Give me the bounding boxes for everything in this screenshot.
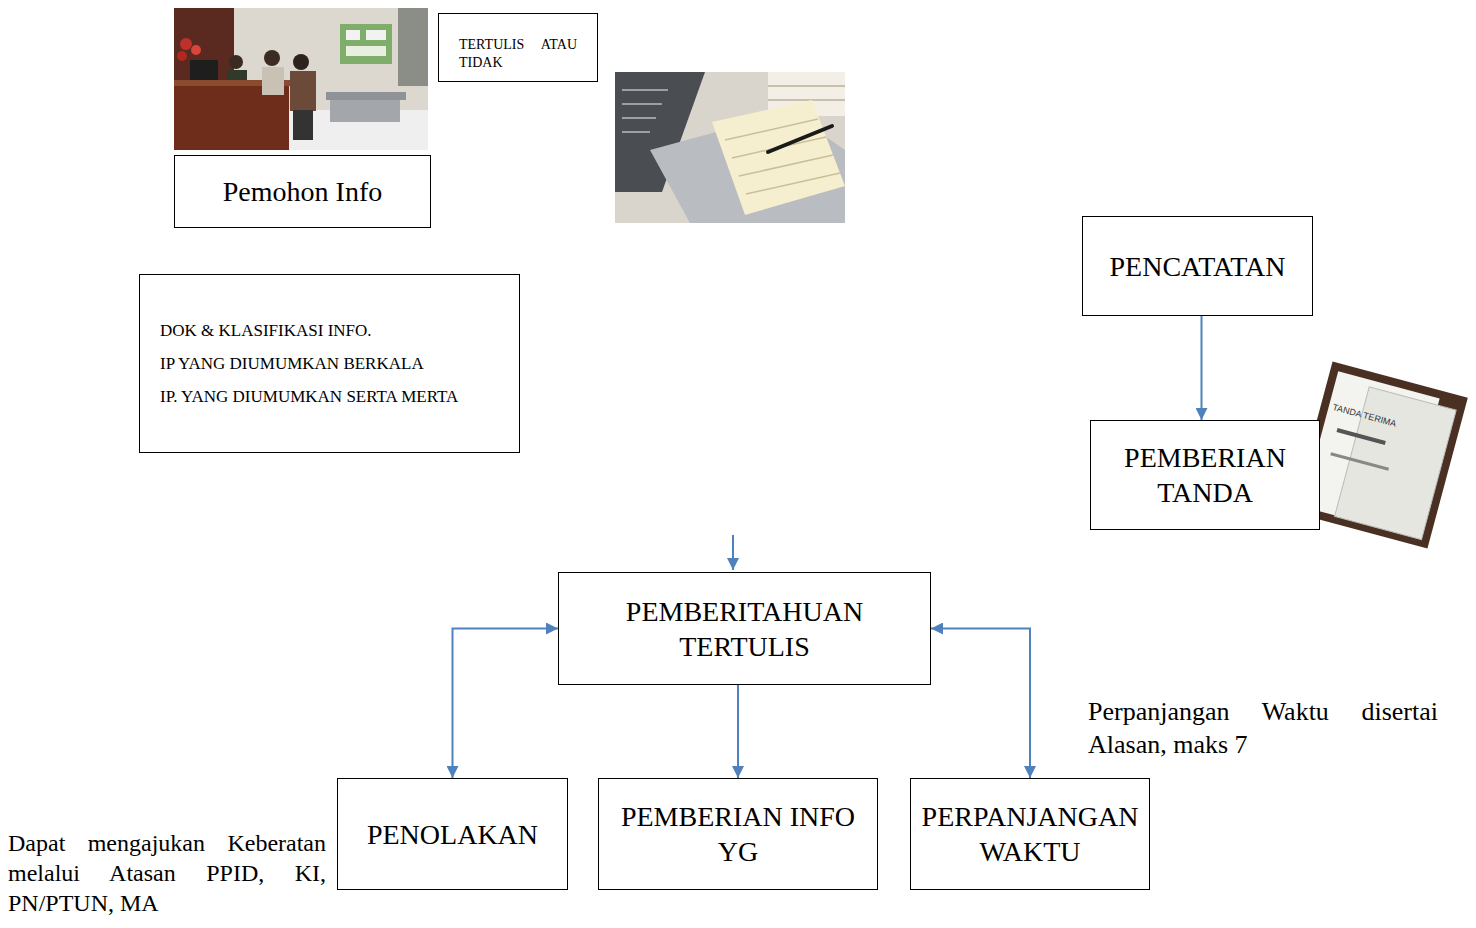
- process-box: PENCATATAN: [1082, 216, 1313, 316]
- notice-sheet: [346, 30, 360, 40]
- note-text: Perpanjangan Waktu disertai Alasan, maks…: [1088, 696, 1438, 761]
- screen-line: [622, 117, 656, 119]
- outcome-box: PERPANJANGAN WAKTU: [910, 778, 1150, 890]
- book-edge: [768, 85, 845, 87]
- window: [398, 8, 428, 86]
- process-box: PEMBERIAN TANDA: [1090, 420, 1320, 530]
- box-text: IP YANG DIUMUMKAN BERKALA: [160, 353, 499, 374]
- box-text: PEMBERITAHUAN TERTULIS: [573, 594, 916, 664]
- person: [290, 71, 316, 111]
- outcome-box: PENOLAKAN: [337, 778, 568, 890]
- reception-photo: [174, 8, 428, 150]
- notice-sheet: [346, 46, 386, 56]
- screen-line: [622, 131, 650, 133]
- chair-row: [330, 100, 400, 122]
- note-text: Dapat mengajukan Keberatan melalui Atasa…: [8, 828, 326, 918]
- note-box: TERTULIS ATAU TIDAK: [438, 13, 598, 82]
- box-text: PEMBERIAN INFO YG: [611, 799, 865, 869]
- flow-connector: [737, 685, 739, 778]
- notice-sheet: [366, 30, 386, 40]
- receipt-print: [1330, 452, 1389, 470]
- box-text: DOK & KLASIFIKASI INFO.: [160, 320, 499, 341]
- info-box: DOK & KLASIFIKASI INFO. IP YANG DIUMUMKAN…: [139, 274, 520, 453]
- process-box: PEMBERITAHUAN TERTULIS: [558, 572, 931, 685]
- notice-board: [340, 24, 392, 64]
- box-text: IP. YANG DIUMUMKAN SERTA MERTA: [160, 386, 499, 407]
- flower: [177, 51, 187, 61]
- photo-text: TANDA TERIMA: [1331, 402, 1397, 430]
- box-text: TERTULIS ATAU TIDAK: [459, 36, 577, 71]
- book-edge: [768, 99, 845, 101]
- flow-connector: [931, 629, 1030, 779]
- box-text: PERPANJANGAN WAKTU: [921, 799, 1139, 869]
- ruled-line: [746, 173, 840, 194]
- incoming-arrow: [732, 535, 734, 570]
- receipt-print: [1336, 428, 1385, 445]
- outcome-box: PEMBERIAN INFO YG: [598, 778, 878, 890]
- person: [264, 50, 280, 66]
- flow-connector: [1201, 316, 1203, 420]
- box-text: Pemohon Info: [185, 174, 420, 209]
- chair-row: [326, 92, 406, 100]
- ruled-line: [739, 155, 833, 176]
- wood-panel: [174, 8, 234, 83]
- box-text: PEMBERIAN TANDA: [1103, 440, 1307, 510]
- person: [293, 110, 313, 140]
- requester-box: Pemohon Info: [174, 155, 431, 228]
- screen-line: [622, 89, 668, 91]
- photo-wall: [174, 8, 428, 150]
- pen: [768, 126, 832, 152]
- photo-ground: [615, 72, 845, 223]
- flower: [191, 45, 201, 55]
- flower: [180, 38, 192, 50]
- person: [262, 67, 284, 95]
- screen-line: [622, 103, 662, 105]
- notebook: [712, 100, 845, 215]
- laptop-photo: [615, 72, 845, 223]
- monitor: [190, 60, 218, 81]
- person: [229, 55, 243, 69]
- flow-connector: [453, 629, 559, 779]
- box-text: PENCATATAN: [1095, 249, 1300, 284]
- person: [293, 54, 309, 70]
- box-text: PENOLAKAN: [348, 817, 557, 852]
